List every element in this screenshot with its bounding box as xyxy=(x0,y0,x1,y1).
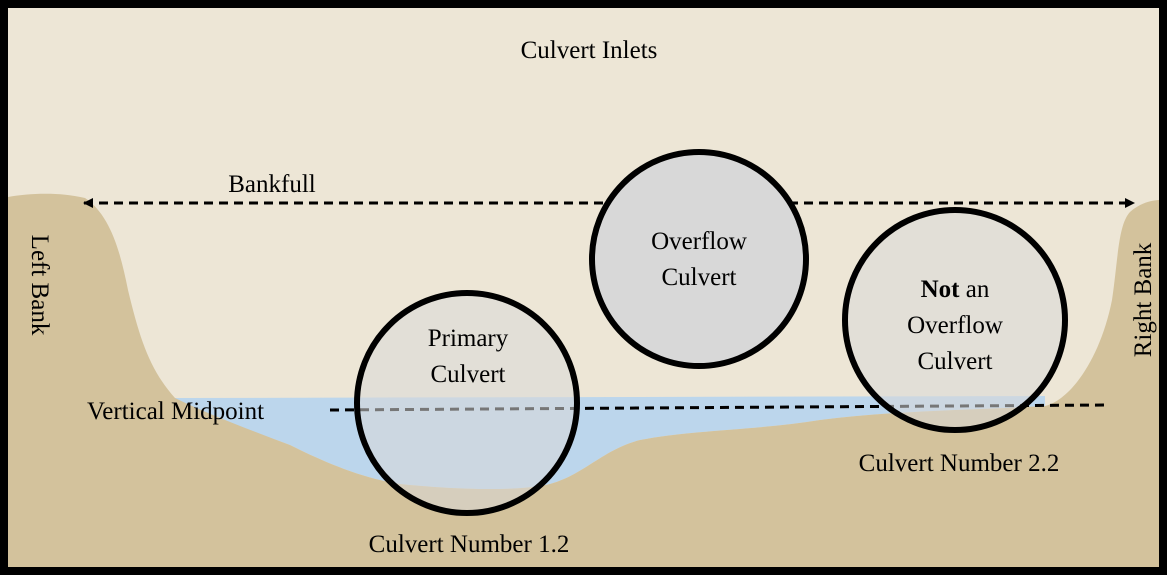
not-overflow-rest: an xyxy=(960,276,990,303)
primary-culvert-label-line1: Primary xyxy=(428,325,509,352)
bankfull-label: Bankfull xyxy=(228,171,316,198)
primary-culvert-circle xyxy=(354,290,580,516)
right-bank-label: Right Bank xyxy=(1130,242,1157,357)
culvert-number-1-2: Culvert Number 1.2 xyxy=(369,531,570,558)
overflow-culvert-label-line2: Culvert xyxy=(662,264,737,291)
not-overflow-culvert-label-line1: Not an xyxy=(921,276,990,303)
title: Culvert Inlets xyxy=(521,37,658,64)
culvert-number-2-2: Culvert Number 2.2 xyxy=(859,450,1060,477)
not-overflow-bold-word: Not xyxy=(921,276,961,303)
not-overflow-culvert-circle xyxy=(842,207,1068,433)
not-overflow-culvert-label-line2: Overflow xyxy=(907,312,1003,339)
primary-culvert-label-line2: Culvert xyxy=(431,361,506,388)
vertical-midpoint-label: Vertical Midpoint xyxy=(87,398,264,425)
not-overflow-culvert-label-line3: Culvert xyxy=(918,348,993,375)
overflow-culvert-circle xyxy=(589,149,809,369)
overflow-culvert-label-line1: Overflow xyxy=(651,228,747,255)
stream-bank xyxy=(8,193,1160,568)
left-bank-label: Left Bank xyxy=(26,235,53,336)
